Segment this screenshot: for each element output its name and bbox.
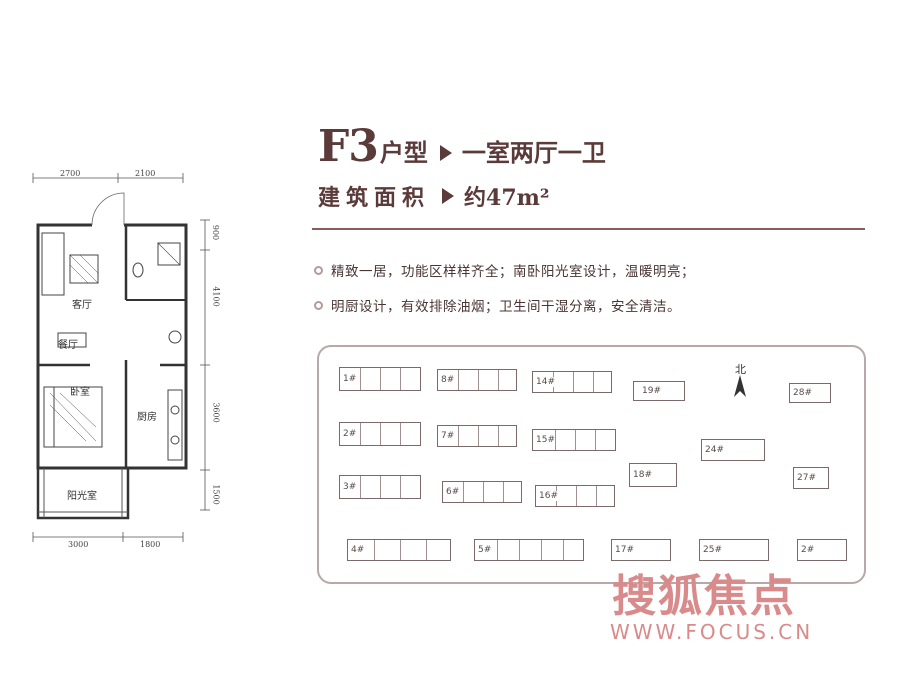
building: 28# [789, 383, 831, 403]
room-sunroom: 阳光室 [67, 491, 97, 502]
building: 27# [793, 467, 829, 489]
dim-bottom-2: 1800 [140, 540, 161, 549]
building: 2# [797, 539, 847, 561]
building: 15# [532, 429, 616, 451]
brand-watermark: 搜狐焦点 [612, 571, 796, 622]
unit-title: F3 户型 一室两厅一卫 [318, 125, 606, 169]
triangle-icon [439, 145, 452, 161]
dim-right-4: 1500 [211, 484, 221, 505]
unit-type-label: 户型 [379, 139, 428, 167]
building: 18# [629, 463, 677, 487]
dim-right-1: 900 [211, 224, 221, 241]
building: 5# [474, 539, 584, 561]
room-living: 客厅 [72, 300, 92, 311]
building: 2# [339, 422, 421, 446]
room-bedroom: 卧室 [70, 387, 90, 398]
area-row: 建筑面积 约47m² [318, 180, 550, 212]
room-dining: 餐厅 [58, 340, 78, 351]
unit-layout: 一室两厅一卫 [461, 139, 606, 167]
feature-text: 明厨设计，有效排除油烟；卫生间干湿分离，安全清洁。 [331, 299, 681, 315]
building: 6# [442, 481, 522, 503]
building: 16# [535, 485, 615, 507]
building: 17# [611, 539, 671, 561]
triangle-icon [442, 188, 455, 204]
bullet-icon [314, 300, 323, 310]
dim-bottom-1: 3000 [68, 540, 89, 549]
dim-right-2: 4100 [211, 286, 221, 307]
url-watermark: WWW.FOCUS.CN [610, 620, 814, 644]
north-label: 北 [735, 363, 746, 376]
unit-code: F3 [318, 121, 379, 172]
site-plan: 1# 8# 14# 19# 28# 2# 7# 15# 24# 3# 6# 16… [317, 345, 866, 584]
dim-top-2: 2100 [135, 169, 156, 178]
dim-top-1: 2700 [60, 169, 81, 178]
floor-plan [32, 173, 210, 542]
building: 19# [633, 381, 685, 401]
divider [312, 228, 865, 230]
building: 25# [699, 539, 769, 561]
building: 4# [347, 539, 451, 561]
feature-item: 精致一居，功能区样样齐全；南卧阳光室设计，温暖明亮； [314, 260, 695, 280]
building: 3# [339, 475, 421, 499]
area-label: 建筑面积 [318, 186, 431, 211]
building: 14# [532, 371, 612, 393]
building: 24# [701, 439, 765, 461]
building: 8# [437, 369, 517, 391]
area-value: 约47m² [464, 185, 550, 211]
building: 7# [437, 425, 517, 447]
feature-item: 明厨设计，有效排除油烟；卫生间干湿分离，安全清洁。 [314, 295, 681, 315]
dim-right-3: 3600 [211, 402, 221, 423]
bullet-icon [314, 265, 323, 275]
room-kitchen: 厨房 [137, 412, 157, 423]
feature-text: 精致一居，功能区样样齐全；南卧阳光室设计，温暖明亮； [331, 264, 695, 280]
building: 1# [339, 367, 421, 391]
north-arrow-icon [734, 375, 746, 397]
